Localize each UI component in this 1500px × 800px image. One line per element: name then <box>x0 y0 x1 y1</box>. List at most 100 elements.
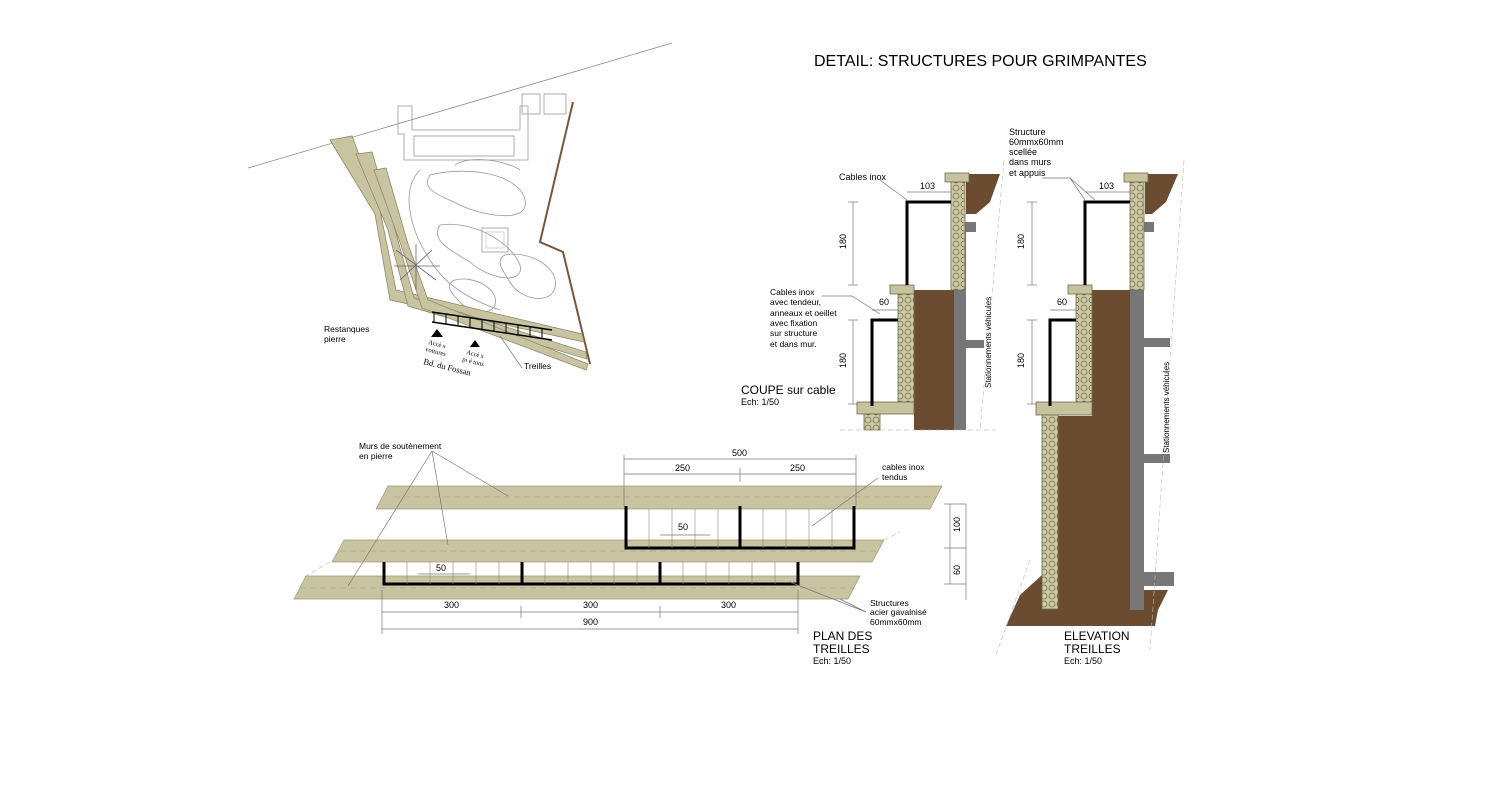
path-curve <box>408 169 501 311</box>
section-coupe: Cables inox 103 180 60 180 Cables inox a… <box>741 159 1005 431</box>
earth-top <box>966 174 1000 214</box>
elevation-title: TREILLES <box>1064 642 1121 656</box>
cables-lower <box>406 562 776 584</box>
earth-top <box>1145 174 1178 214</box>
treilles-strip <box>431 311 553 341</box>
stationnement-label: Stationnements véhicules <box>1162 362 1171 453</box>
dim-300-label: 300 <box>444 600 459 610</box>
dim-180-top: 180 <box>1016 234 1026 249</box>
cables-tendus-label: tendus <box>882 472 908 482</box>
elevation-title: ELEVATION <box>1064 629 1130 643</box>
sheet-title: DETAIL: STRUCTURES POUR GRIMPANTES <box>814 53 1147 70</box>
restanques-label: pierre <box>324 334 346 344</box>
slab-stub <box>966 340 984 348</box>
stone-wall-lower <box>897 293 915 403</box>
wall-band-bottom <box>293 575 861 600</box>
cables-inox-label: Cables inox <box>839 172 887 182</box>
wall-cap-lower <box>889 284 915 295</box>
stone-wall-upper <box>950 181 966 291</box>
ground-cap <box>856 401 915 415</box>
acces-voitures-label: voitures <box>425 346 447 358</box>
wall-cap-upper <box>1123 172 1149 183</box>
structure-note: 60mmx60mm <box>1009 137 1064 147</box>
cables-tendeur-label: sur structure <box>770 328 818 338</box>
access-arrow-voitures <box>431 329 443 337</box>
boundary-line <box>247 42 673 169</box>
plan-title: PLAN DES <box>813 629 872 643</box>
structure-note: scellée <box>1009 147 1037 157</box>
cables-tendus-label: cables inox <box>882 462 925 472</box>
leader <box>1069 177 1086 201</box>
wall-band-middle <box>331 539 885 563</box>
stone-wall-upper <box>1129 181 1145 291</box>
wall-cap-lower <box>1067 284 1093 295</box>
garden-bed <box>499 253 556 299</box>
dim-180-bottom: 180 <box>1016 353 1026 368</box>
slab <box>1144 454 1170 463</box>
dim-900-label: 900 <box>583 617 598 627</box>
cable-support-upper <box>905 200 951 285</box>
building-outline <box>397 105 529 161</box>
structures-note: acier gavalnisé <box>870 607 927 617</box>
leader <box>431 450 449 546</box>
wall-cap-upper <box>944 172 970 183</box>
section-elevation: Structure 60mmx60mm scellée dans murs et… <box>995 127 1185 666</box>
stationnement-label: Stationnements véhicules <box>984 297 993 388</box>
coupe-scale: Ech: 1/50 <box>741 397 779 407</box>
leader <box>811 477 879 527</box>
plan-title: TREILLES <box>813 642 870 656</box>
structure-note: Structure <box>1009 127 1046 137</box>
concrete-wall <box>1130 222 1144 610</box>
structures-note: Structures <box>870 598 909 608</box>
dim-500-label: 500 <box>732 448 747 458</box>
break-line <box>305 561 331 577</box>
ground-cap <box>1035 401 1093 416</box>
dim-300-label: 300 <box>721 600 736 610</box>
structure-note: et appuis <box>1009 168 1046 178</box>
murs-label: en pierre <box>359 451 393 461</box>
treilles-label: Treilles <box>524 361 551 371</box>
dim-250-label: 250 <box>675 463 690 473</box>
stone-column <box>1041 414 1059 610</box>
dim-250-label: 250 <box>790 463 805 473</box>
structures-note: 60mmx60mm <box>870 617 921 627</box>
annex-1 <box>521 93 541 115</box>
wall-band-top <box>375 485 943 510</box>
dim-103: 103 <box>1099 181 1114 191</box>
elevation-scale: Ech: 1/50 <box>1064 656 1102 666</box>
dim-180-bottom: 180 <box>838 353 848 368</box>
plan-treilles: Murs de soutènement en pierre 500 250 25… <box>293 441 967 666</box>
slab-stub-top <box>1144 222 1154 232</box>
annex-2 <box>543 93 567 115</box>
path-curve <box>454 159 521 171</box>
break-line <box>995 559 1031 656</box>
slab <box>1144 338 1170 347</box>
leader <box>789 581 867 613</box>
restanques-label: Restanques <box>324 324 369 334</box>
cables-tendeur-label: et dans mur. <box>770 339 817 349</box>
leader <box>347 450 433 587</box>
acces-voitures-label: Accè s <box>428 339 447 350</box>
break-line <box>979 159 1005 431</box>
dim-300-label: 300 <box>583 600 598 610</box>
break-line <box>883 531 901 541</box>
property-edge <box>538 101 591 365</box>
plan-scale: Ech: 1/50 <box>813 656 851 666</box>
leader <box>839 598 867 613</box>
acces-pietons-label: Accè s <box>466 349 485 360</box>
dim-60: 60 <box>879 297 889 307</box>
dim-50-label: 50 <box>678 522 688 532</box>
garden-bed <box>427 170 526 217</box>
basin-inner <box>485 231 505 249</box>
leader <box>1069 177 1096 201</box>
dim-100-label: 100 <box>952 517 962 532</box>
stone-wall-lower <box>1075 293 1093 403</box>
murs-label: Murs de soutènement <box>359 441 442 451</box>
leader <box>822 295 881 315</box>
dim-180-top: 180 <box>838 234 848 249</box>
access-arrow-pietons <box>470 340 480 347</box>
stone-base <box>863 413 881 431</box>
cables-tendeur-label: anneaux et oeillet <box>770 308 837 318</box>
cables-tendeur-label: avec fixation <box>770 318 818 328</box>
